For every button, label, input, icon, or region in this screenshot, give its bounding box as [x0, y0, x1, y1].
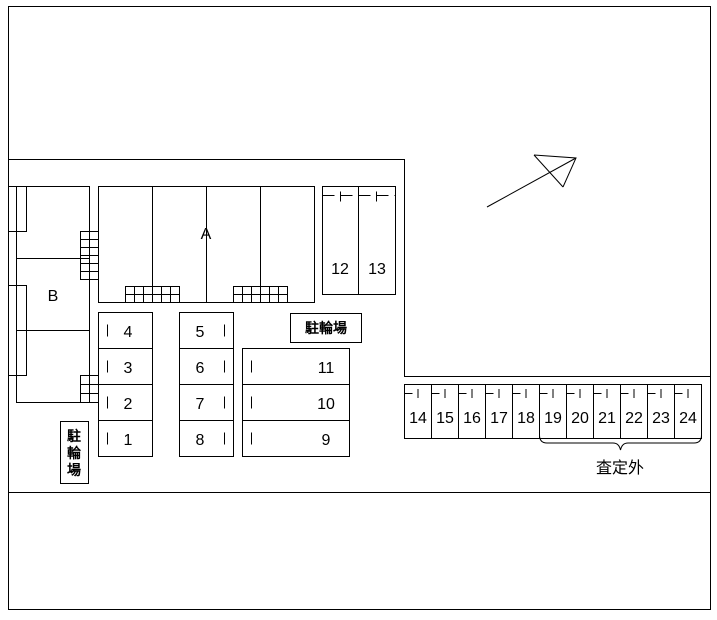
parking-space-8: 8 [196, 432, 205, 449]
parking-space-3: 3 [124, 360, 133, 377]
parking-space-5: 5 [196, 324, 205, 341]
parking-space-16: 16 [463, 410, 481, 427]
assessment-excluded-bracket: 査定外 [539, 434, 702, 477]
bicycle-parking-vertical-char-1: 駐 [67, 428, 81, 445]
parking-space-18: 18 [517, 410, 535, 427]
building-a-stairs-left [125, 286, 180, 303]
parking-space-21: 21 [598, 410, 616, 427]
bicycle-parking-vertical-char-2: 輪 [67, 445, 82, 462]
parking-space-15: 15 [436, 410, 454, 427]
parking-space-12: 12 [331, 261, 349, 278]
parking-block-9-11: 11 10 9 [242, 348, 350, 457]
parking-space-20: 20 [571, 410, 589, 427]
parking-space-24: 24 [679, 410, 697, 427]
site-boundary [8, 159, 711, 377]
parking-space-6: 6 [196, 360, 205, 377]
building-a-label: A [201, 226, 212, 243]
bicycle-parking-vertical: 駐 輪 場 [60, 421, 89, 484]
assessment-excluded-label: 査定外 [596, 459, 644, 477]
parking-block-5-8: 5 6 7 8 [179, 312, 234, 457]
north-arrow-icon [486, 154, 577, 208]
parking-space-11: 11 [318, 360, 335, 377]
building-a: A [98, 186, 315, 303]
parking-space-2: 2 [124, 396, 133, 413]
parking-space-9: 9 [322, 432, 331, 449]
parking-space-23: 23 [652, 410, 670, 427]
parking-space-17: 17 [490, 410, 508, 427]
bicycle-parking-vertical-char-3: 場 [67, 462, 81, 479]
parking-space-10: 10 [317, 396, 335, 413]
bicycle-parking-label: 駐輪場 [305, 320, 347, 337]
parking-row-14-24: 14 15 16 17 18 19 20 21 22 23 24 [404, 384, 702, 439]
map-frame [8, 6, 711, 610]
parking-space-7: 7 [196, 396, 205, 413]
building-b-stairs-top [80, 231, 99, 280]
building-b-stairs-bottom [80, 375, 99, 403]
building-a-stairs-right [233, 286, 288, 303]
parking-block-12-13: 12 13 [322, 186, 396, 295]
parking-space-1: 1 [124, 432, 133, 449]
building-b: B [8, 186, 99, 403]
parking-space-13: 13 [368, 261, 386, 278]
parking-space-4: 4 [124, 324, 133, 341]
parking-space-19: 19 [544, 410, 562, 427]
parking-space-22: 22 [625, 410, 643, 427]
building-b-label: B [48, 288, 59, 305]
parking-space-14: 14 [409, 410, 427, 427]
parking-block-1-4: 4 3 2 1 [98, 312, 153, 457]
bicycle-parking-horizontal: 駐輪場 [290, 313, 362, 343]
